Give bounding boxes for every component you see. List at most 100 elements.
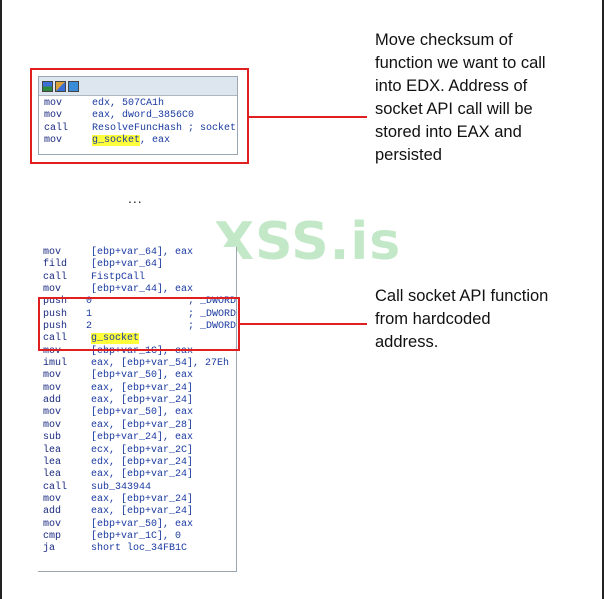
annotation-line: function we want to call bbox=[375, 54, 546, 72]
operand: [ebp+var_1C], 0 bbox=[91, 530, 182, 542]
operand: ecx, [ebp+var_2C] bbox=[91, 444, 194, 456]
mnemonic: mov bbox=[43, 407, 62, 419]
graph-icon[interactable] bbox=[42, 80, 53, 92]
mnemonic: cmp bbox=[43, 530, 62, 542]
edit-icon[interactable] bbox=[55, 80, 66, 92]
annotation-line: stored into EAX and bbox=[375, 123, 522, 141]
code-row[interactable]: mov [ebp+var_64], eax bbox=[43, 247, 236, 259]
operand: [ebp+var_24], eax bbox=[91, 432, 194, 444]
code-row[interactable]: add eax, [ebp+var_24] bbox=[43, 395, 236, 407]
operand: 1 ; _DWORD bbox=[85, 308, 236, 320]
code-row[interactable]: mov edx, 507CA1h bbox=[44, 98, 237, 110]
operand: 2 ; _DWORD bbox=[85, 321, 236, 333]
operand: edx, [ebp+var_24] bbox=[91, 456, 194, 468]
code-row[interactable]: mov eax, [ebp+var_24] bbox=[43, 383, 236, 395]
code-row[interactable]: lea edx, [ebp+var_24] bbox=[43, 457, 236, 469]
code-row[interactable]: mov g_socket, eax bbox=[44, 135, 237, 147]
code-row[interactable]: ja short loc_34FB1C bbox=[43, 543, 236, 555]
mnemonic: lea bbox=[43, 469, 62, 481]
grid-icon[interactable] bbox=[68, 80, 79, 92]
mnemonic: call bbox=[44, 122, 69, 134]
code-row[interactable]: call g_socket bbox=[43, 333, 236, 345]
operand: sub_343944 bbox=[91, 481, 152, 493]
operand: eax, [ebp+var_28] bbox=[91, 419, 194, 431]
mnemonic: mov bbox=[43, 284, 62, 296]
annotation-line: Call socket API function bbox=[375, 287, 549, 305]
annotation-line: into EDX. Address of bbox=[375, 77, 528, 95]
mnemonic: call bbox=[43, 271, 68, 283]
code-row[interactable]: call FistpCall bbox=[43, 272, 236, 284]
mnemonic: mov bbox=[43, 518, 62, 530]
mnemonic: sub bbox=[43, 432, 62, 444]
operand: ResolveFuncHash ; socket bbox=[92, 122, 237, 134]
operand: eax, [ebp+var_24] bbox=[91, 395, 194, 407]
operand: eax, [ebp+var_24] bbox=[91, 506, 194, 518]
code-row[interactable]: lea eax, [ebp+var_24] bbox=[43, 469, 236, 481]
code-row[interactable]: mov [ebp+var_1C], eax bbox=[43, 346, 236, 358]
mnemonic: add bbox=[43, 506, 62, 518]
block-toolbar bbox=[39, 77, 237, 96]
mnemonic: mov bbox=[43, 493, 62, 505]
code-row[interactable]: lea ecx, [ebp+var_2C] bbox=[43, 445, 236, 457]
operand: [ebp+var_44], eax bbox=[91, 284, 194, 296]
mnemonic: mov bbox=[44, 135, 63, 147]
code-row[interactable]: sub [ebp+var_24], eax bbox=[43, 432, 236, 444]
operand: eax, [ebp+var_24] bbox=[91, 469, 194, 481]
mnemonic: lea bbox=[43, 456, 62, 468]
highlight-box-top bbox=[30, 68, 249, 164]
operand: eax, dword_3856C0 bbox=[92, 110, 195, 122]
ellipsis: ... bbox=[128, 190, 143, 206]
code-row[interactable]: cmp [ebp+var_1C], 0 bbox=[43, 531, 236, 543]
code-row[interactable]: mov[ebp+var_50], eax bbox=[43, 370, 236, 382]
operand: 0 ; _DWORD bbox=[85, 296, 236, 308]
operand: [ebp+var_64], eax bbox=[91, 247, 194, 258]
operand: FistpCall bbox=[91, 271, 146, 283]
code-row[interactable]: mov eax, [ebp+var_28] bbox=[43, 420, 236, 432]
mnemonic: push bbox=[43, 296, 68, 308]
annotation-line: address. bbox=[375, 333, 439, 351]
highlighted-symbol[interactable]: g_socket bbox=[91, 333, 140, 345]
mnemonic: mov bbox=[43, 419, 62, 431]
operand: g_socket, eax bbox=[92, 135, 170, 147]
operand: eax, [ebp+var_54], 27Eh bbox=[91, 358, 230, 370]
watermark: XSS.is bbox=[214, 212, 402, 272]
code-row[interactable]: mov eax, dword_3856C0 bbox=[44, 110, 237, 122]
code-row[interactable]: push 0 ; _DWORD bbox=[43, 296, 236, 308]
connector-line-top bbox=[249, 116, 367, 118]
mnemonic: ja bbox=[43, 543, 56, 555]
operand: short loc_34FB1C bbox=[91, 543, 188, 555]
mnemonic: mov bbox=[43, 382, 62, 394]
code-row[interactable]: call ResolveFuncHash ; socket bbox=[44, 123, 237, 135]
mnemonic: call bbox=[43, 333, 68, 345]
annotation-middle: Call socket API function from hardcoded … bbox=[375, 285, 595, 354]
annotation-top: Move checksum of function we want to cal… bbox=[375, 29, 595, 167]
code-row[interactable]: add eax, [ebp+var_24] bbox=[43, 506, 236, 518]
annotation-line: persisted bbox=[375, 146, 442, 164]
operand: [ebp+var_50], eax bbox=[91, 407, 194, 419]
mnemonic: mov bbox=[43, 345, 62, 357]
operand: g_socket bbox=[91, 333, 140, 345]
code-row[interactable]: mov [ebp+var_44], eax bbox=[43, 284, 236, 296]
code-row[interactable]: mov[ebp+var_50], eax bbox=[43, 519, 236, 531]
mnemonic: mov bbox=[44, 98, 63, 109]
mnemonic: add bbox=[43, 395, 62, 407]
mnemonic: mov bbox=[44, 110, 63, 122]
operand: eax, [ebp+var_24] bbox=[91, 382, 194, 394]
mnemonic: mov bbox=[43, 247, 62, 258]
highlighted-symbol[interactable]: g_socket bbox=[92, 135, 141, 147]
operand: [ebp+var_1C], eax bbox=[91, 345, 194, 357]
annotation-line: socket API call will be bbox=[375, 100, 533, 118]
mnemonic: lea bbox=[43, 444, 62, 456]
code-row[interactable]: fild[ebp+var_64] bbox=[43, 259, 236, 271]
operand: edx, 507CA1h bbox=[92, 98, 165, 109]
code-row[interactable]: mov [ebp+var_50], eax bbox=[43, 407, 236, 419]
